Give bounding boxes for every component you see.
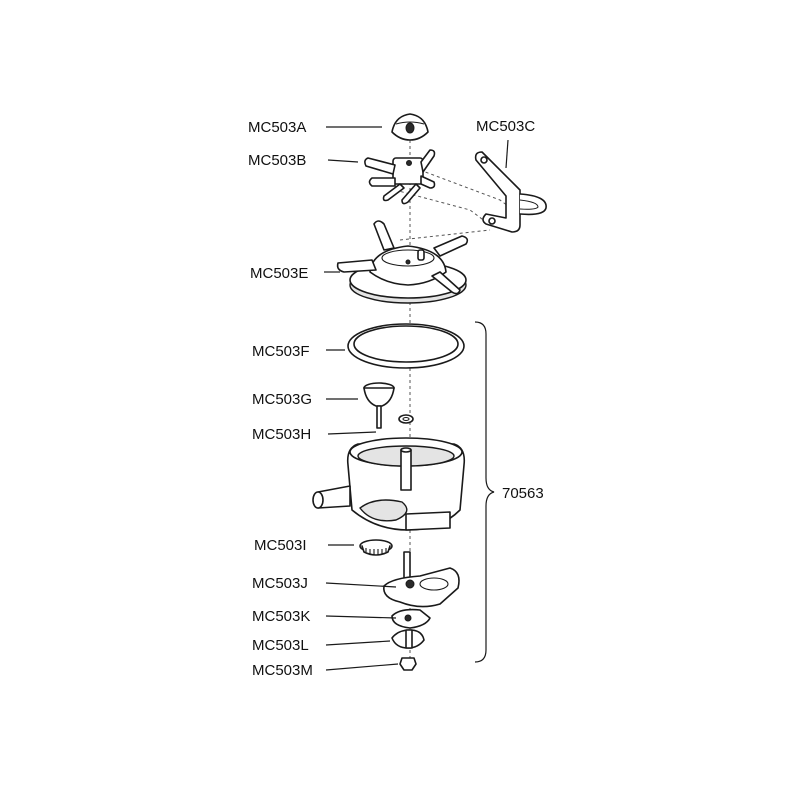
- label-mc503e: MC503E: [250, 265, 308, 282]
- part-mc503g-valve: [363, 382, 395, 429]
- part-mc503f-gasket: [347, 323, 465, 369]
- label-mc503c: MC503C: [476, 118, 535, 135]
- label-mc503l: MC503L: [252, 637, 309, 654]
- part-mc503c-bracket: [474, 151, 547, 233]
- label-mc503j: MC503J: [252, 575, 308, 592]
- part-mc503b-claw-block: [364, 149, 436, 205]
- part-mc503a-knob: [391, 113, 429, 141]
- label-mc503k: MC503K: [252, 608, 310, 625]
- part-mc503k-plate: [391, 608, 431, 629]
- part-mc503h-oring: [398, 414, 414, 424]
- part-mc503l-clip: [391, 629, 425, 649]
- part-mc503i-filter: [359, 539, 393, 556]
- part-mc503e-lid: [336, 220, 469, 304]
- label-mc503h: MC503H: [252, 426, 311, 443]
- label-assembly-70563: 70563: [502, 485, 544, 502]
- leader-lines: [324, 126, 509, 671]
- label-mc503g: MC503G: [252, 391, 312, 408]
- label-mc503i: MC503I: [254, 537, 307, 554]
- part-bowl-body: [312, 437, 466, 531]
- label-mc503a: MC503A: [248, 119, 306, 136]
- part-mc503j-shutoff: [383, 551, 460, 608]
- label-mc503b: MC503B: [248, 152, 306, 169]
- label-mc503m: MC503M: [252, 662, 313, 679]
- part-mc503m-bolt: [399, 657, 417, 671]
- assembly-brace: [474, 321, 495, 663]
- label-mc503f: MC503F: [252, 343, 310, 360]
- part-labels: MC503A MC503B MC503C MC503E MC503F MC503…: [248, 118, 544, 679]
